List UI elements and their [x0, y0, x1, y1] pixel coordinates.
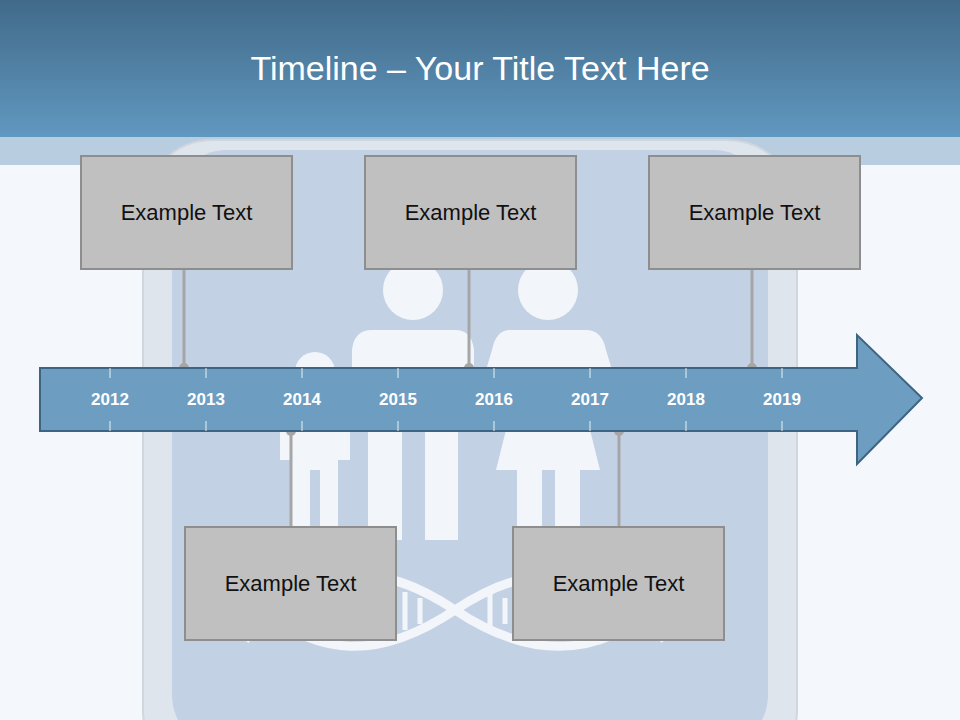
arrow-shape [40, 368, 857, 431]
box-text: Example Text [689, 200, 821, 226]
year-label: 2019 [734, 368, 830, 431]
year-label: 2012 [62, 368, 158, 431]
leader-line [464, 270, 474, 373]
leader-line [747, 270, 757, 373]
year-row: 20122013201420152016201720182019 [62, 368, 830, 431]
box-text: Example Text [121, 200, 253, 226]
year-label: 2013 [158, 368, 254, 431]
text-box: Example Text [184, 526, 397, 641]
year-label: 2017 [542, 368, 638, 431]
leader-line [179, 270, 189, 373]
text-box: Example Text [80, 155, 293, 270]
slide-title: Timeline – Your Title Text Here [250, 49, 709, 88]
text-box: Example Text [512, 526, 725, 641]
timeline-arrow: 20122013201420152016201720182019 [40, 368, 857, 431]
leader-line [614, 426, 624, 526]
text-box: Example Text [364, 155, 577, 270]
leader-line [286, 426, 296, 526]
header-band [0, 0, 960, 137]
box-text: Example Text [225, 571, 357, 597]
box-text: Example Text [553, 571, 685, 597]
year-label: 2016 [446, 368, 542, 431]
box-text: Example Text [405, 200, 537, 226]
year-label: 2015 [350, 368, 446, 431]
year-label: 2018 [638, 368, 734, 431]
year-label: 2014 [254, 368, 350, 431]
text-box: Example Text [648, 155, 861, 270]
title-bar: Timeline – Your Title Text Here [0, 0, 960, 137]
